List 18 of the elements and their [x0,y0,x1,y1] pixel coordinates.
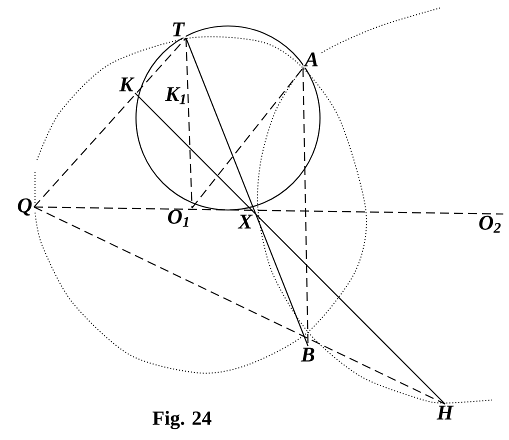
line [186,38,309,346]
point-label: Q [16,196,34,218]
point-label: B [300,346,316,364]
caption: Fig. 24 [152,410,212,430]
point-label: K$_{1}$ [165,87,186,104]
point-label: K [118,76,135,93]
point-label: A [303,50,320,68]
line [34,206,446,404]
line [134,92,446,404]
point-label: O$_{2}$ [477,214,504,234]
point-label: X [236,213,254,230]
line [192,68,304,208]
line [34,206,504,215]
point-label: H [435,404,455,421]
line [185,38,193,208]
line [34,38,186,208]
point-label: T [170,21,186,38]
point-label: O$_{1}$ [166,208,192,228]
